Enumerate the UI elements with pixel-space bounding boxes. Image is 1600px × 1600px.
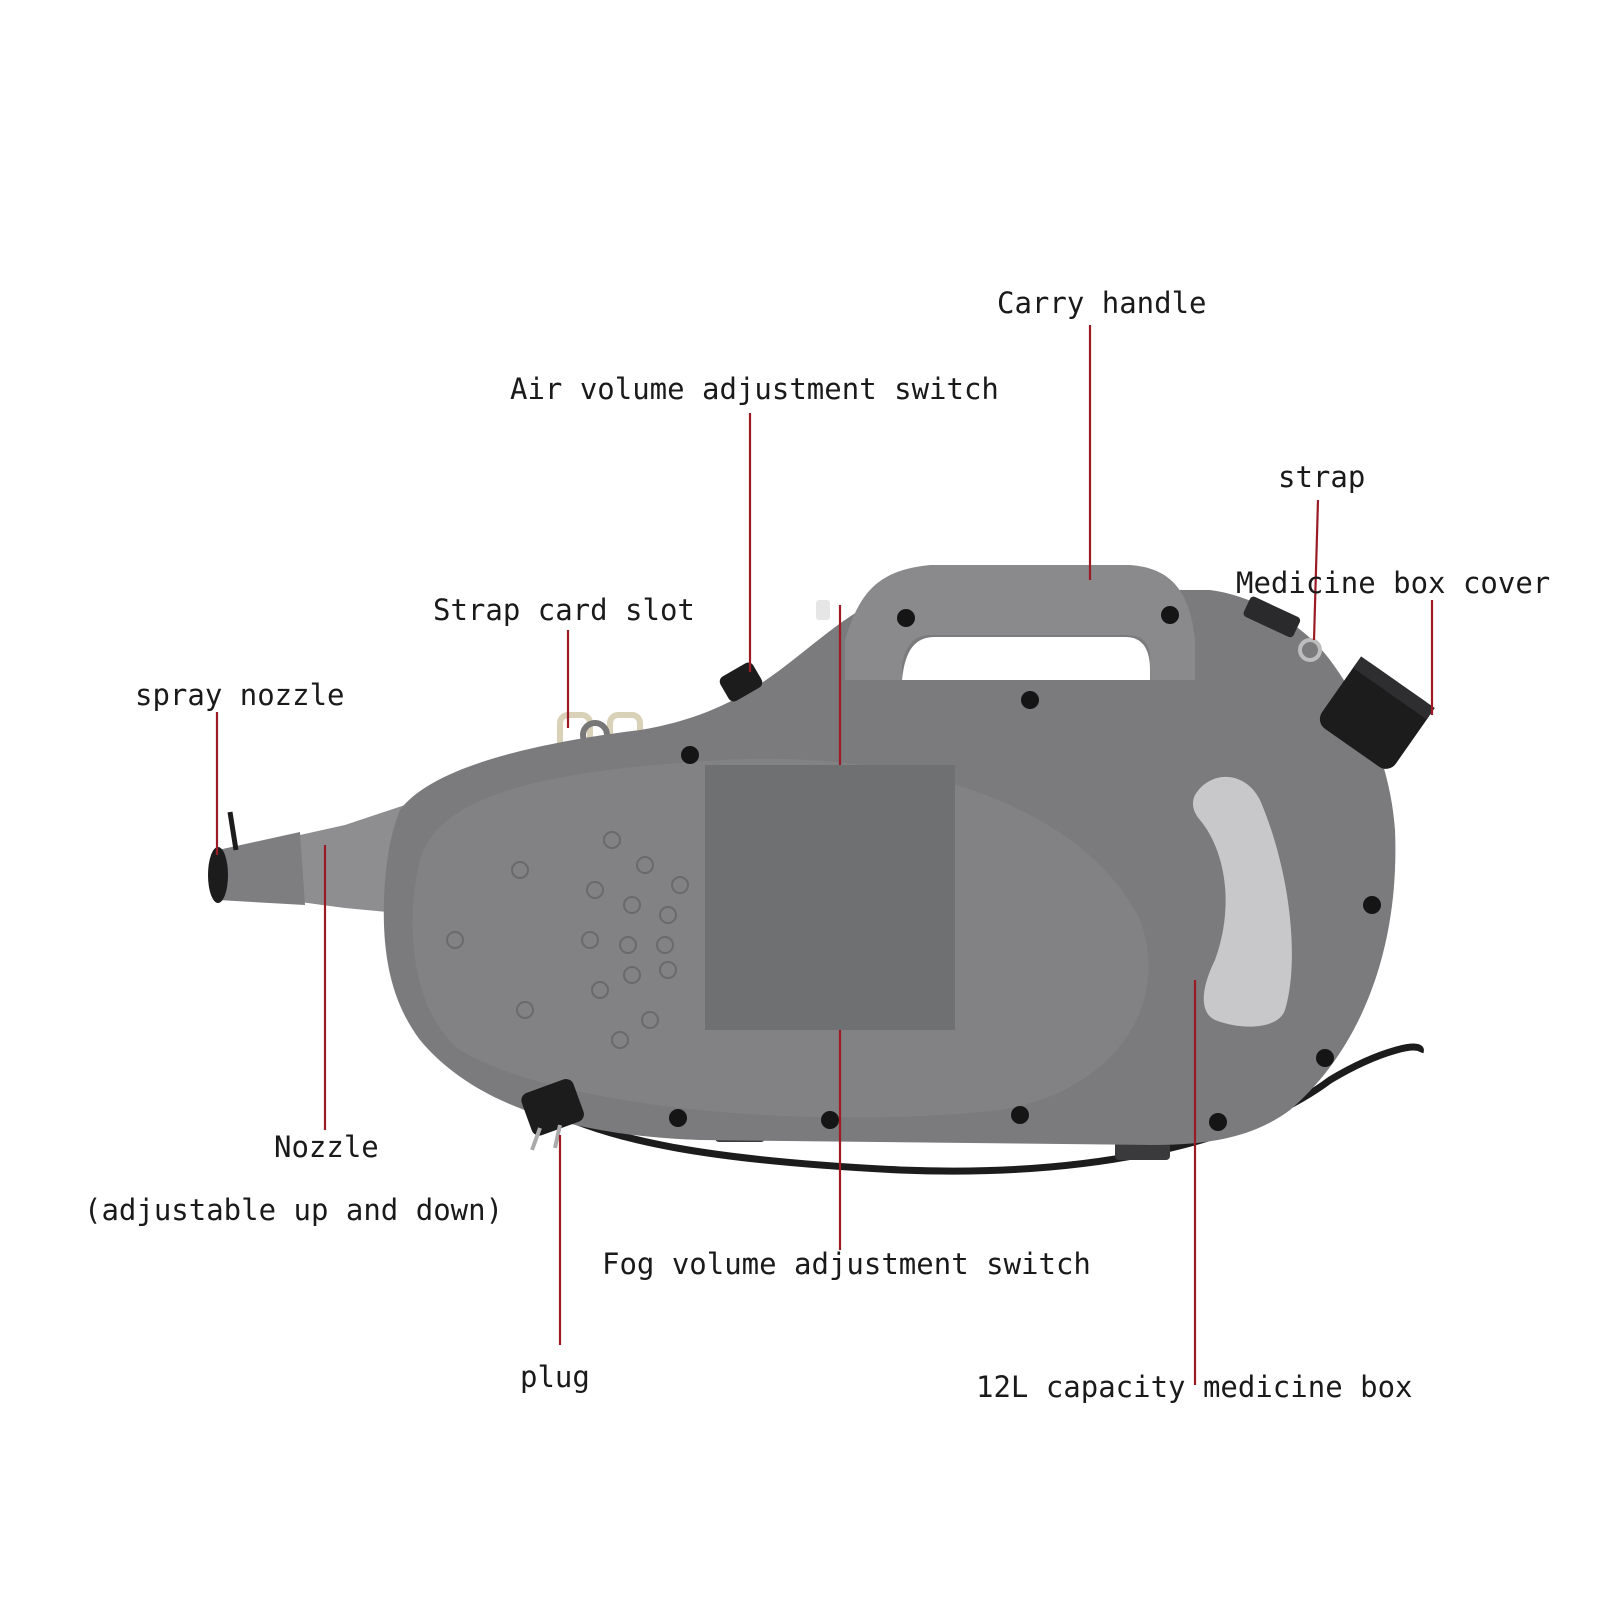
- label-strap: strap: [1278, 460, 1366, 494]
- spray-nozzle-tip: [208, 847, 228, 903]
- air-volume-switch-knob: [719, 662, 763, 702]
- label-spray-nozzle: spray nozzle: [135, 678, 345, 712]
- leader-strap: [1312, 499, 1320, 641]
- screws: [669, 606, 1381, 1131]
- label-nozzle: Nozzle: [274, 1130, 379, 1164]
- carry-handle: [845, 565, 1195, 680]
- leader-lines: [215, 325, 1434, 1385]
- label-plug: plug: [520, 1360, 590, 1394]
- spray-nozzle: [218, 832, 305, 905]
- label-nozzle-note: (adjustable up and down): [84, 1193, 504, 1227]
- vent-dimples: [446, 831, 689, 1049]
- power-plug: [521, 1079, 584, 1151]
- label-medicine-box: 12L capacity medicine box: [976, 1370, 1413, 1404]
- medicine-box-cover: [1319, 656, 1435, 769]
- strap-clip: [1243, 596, 1322, 662]
- grip-insert: [1192, 776, 1292, 1027]
- power-cable: [558, 1043, 1424, 1175]
- rear-foot: [1115, 1140, 1170, 1160]
- label-medicine-box-cover: Medicine box cover: [1236, 566, 1551, 600]
- label-strap-card-slot: Strap card slot: [433, 593, 695, 627]
- label-fog-volume-switch: Fog volume adjustment switch: [602, 1247, 1091, 1281]
- label-carry-handle: Carry handle: [997, 286, 1207, 320]
- label-air-volume-switch: Air volume adjustment switch: [510, 372, 999, 406]
- blurred-label-area: [705, 765, 955, 1030]
